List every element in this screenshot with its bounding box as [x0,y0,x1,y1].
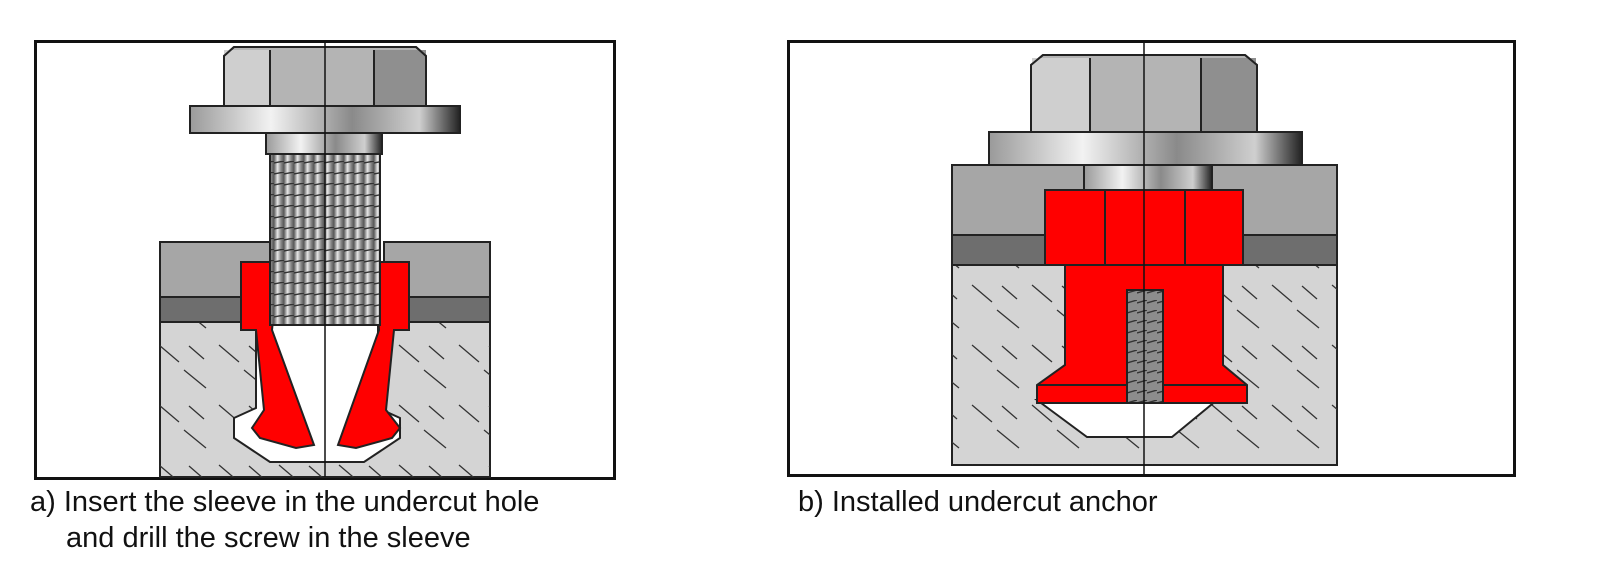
panel-a-sleeve-insertion [34,40,616,480]
caption-a-line1: a) Insert the sleeve in the undercut hol… [30,486,540,518]
serrated-washer [988,131,1303,166]
screw-collar [265,131,383,155]
caption-a-line2: and drill the screw in the sleeve [66,522,471,554]
diagram-a [34,40,616,480]
caption-b: b) Installed undercut anchor [798,486,1158,518]
panel-b-installed-anchor [787,40,1516,477]
diagram-b [787,40,1516,477]
cone-bolt [1126,289,1164,404]
screw-collar [1083,164,1213,191]
